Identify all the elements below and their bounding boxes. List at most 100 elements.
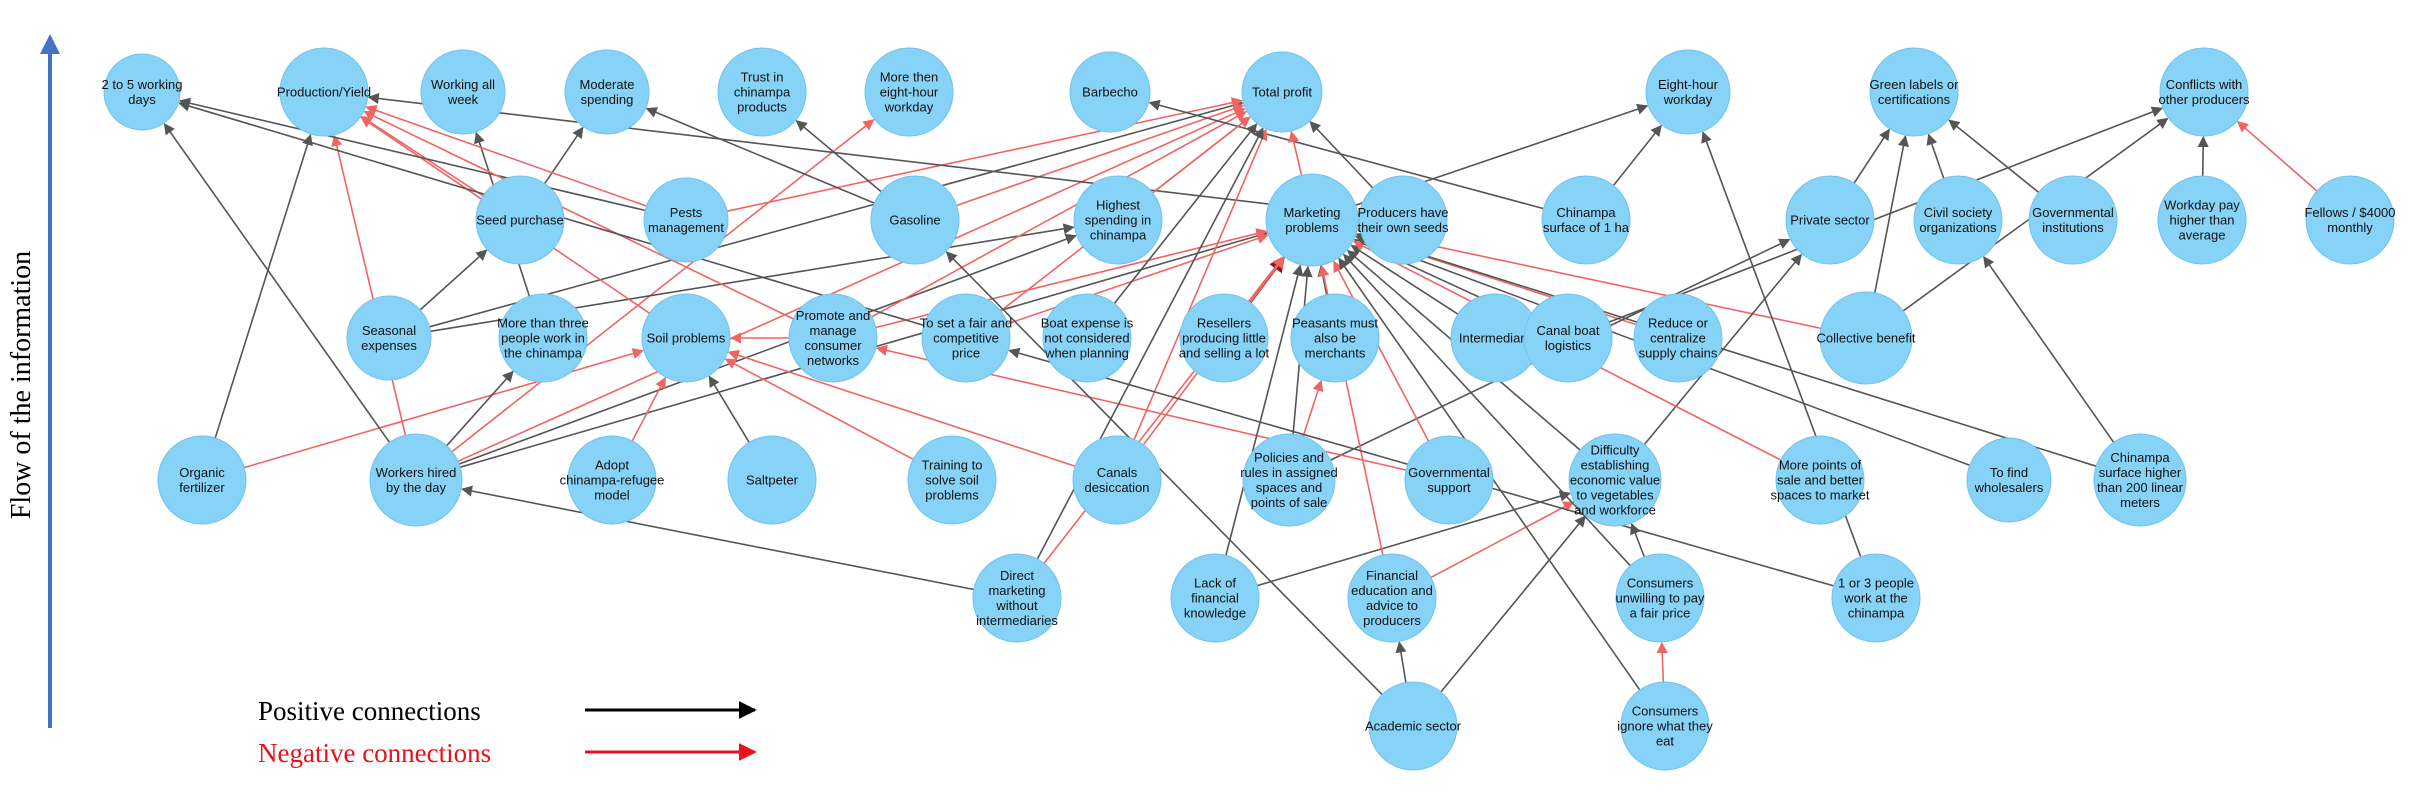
node-label-line: establishing	[1581, 458, 1650, 473]
node-label-line: surface higher	[2099, 465, 2182, 480]
legend-negative-label: Negative connections	[258, 738, 491, 768]
node-label-line: and selling a lot	[1179, 346, 1270, 361]
node-label-line: Resellers	[1197, 316, 1252, 331]
edge-positive-canal-boat-to-conflicts-producers	[1608, 106, 2164, 323]
node-label-line: unwilling to pay	[1616, 591, 1705, 606]
node-circle	[1358, 175, 1448, 265]
node-circle	[1633, 293, 1723, 383]
node-circle	[1615, 553, 1705, 643]
edge-negative-seed-purchase-to-production-yield	[360, 115, 484, 197]
node-label-line: Academic sector	[1365, 719, 1462, 734]
node-label-line: Financial	[1366, 568, 1418, 583]
node-label-line: Consumers	[1632, 704, 1699, 719]
node-circle	[2305, 175, 2395, 265]
node-label-line: Trust in	[741, 70, 784, 85]
node-label-line: marketing	[988, 583, 1045, 598]
node-label-line: problems	[1285, 220, 1339, 235]
edge-positive-chinampa-1ha-to-eight-hour-workday	[1612, 124, 1662, 187]
node-circle	[498, 293, 588, 383]
node-label-line: Private sector	[1790, 213, 1870, 228]
node-label-line: Green labels or	[1870, 77, 1960, 92]
edge-positive-academic-sector-to-difficulty-value	[1440, 515, 1586, 693]
node-label-line: Consumers	[1627, 576, 1694, 591]
node-label-line: Saltpeter	[746, 473, 799, 488]
node-circle	[1073, 175, 1163, 265]
legend-positive-label: Positive connections	[258, 696, 481, 726]
node-circle	[1568, 433, 1662, 527]
node-label-line: when planning	[1044, 346, 1129, 361]
edge-positive-gasoline-to-moderate-spending	[645, 107, 875, 204]
node-circle	[1913, 175, 2003, 265]
node-label-line: expenses	[361, 338, 417, 353]
node-label-line: Reduce or	[1648, 316, 1709, 331]
node-label-line: competitive	[933, 331, 999, 346]
node-label-line: monthly	[2327, 220, 2373, 235]
node-label-line: Difficulty	[1591, 443, 1640, 458]
node-label: Academic sector	[1365, 719, 1462, 734]
node-label-line: products	[737, 100, 787, 115]
node-label-line: days	[128, 92, 156, 107]
node-circle	[1831, 553, 1921, 643]
node-label-line: 2 to 5 working	[102, 77, 183, 92]
node-label-line: More points of	[1779, 458, 1862, 473]
edge-positive-seasonal-expenses-to-total-profit	[429, 100, 1244, 328]
edge-positive-financial-knowledge-to-difficulty-value	[1256, 490, 1571, 587]
edge-positive-workday-pay-to-conflicts-producers	[2197, 135, 2209, 177]
node-label-line: Boat expense is	[1041, 316, 1134, 331]
node-label-line: points of sale	[1251, 495, 1328, 510]
legend: Positive connections Negative connection…	[258, 696, 757, 768]
edge-negative-governmental-support-to-marketing-problems	[1333, 260, 1430, 442]
node-label-line: manage	[810, 323, 857, 338]
edge-negative-training-soil-to-soil-problems	[724, 358, 914, 461]
node-circle	[157, 435, 247, 525]
edge-negative-highest-spending-to-total-profit	[1152, 116, 1251, 194]
edge-positive-financial-knowledge-to-marketing-problems	[1225, 264, 1304, 556]
node-barbecho: Barbecho	[1069, 51, 1151, 133]
node-label-line: Fellows / $4000	[2304, 205, 2395, 220]
node-label: Private sector	[1790, 213, 1870, 228]
node-collective-benefit: Collective benefit	[1817, 291, 1916, 385]
edge-positive-academic-sector-to-gasoline	[945, 251, 1383, 696]
node-label-line: eat	[1656, 734, 1674, 749]
node-label-line: institutions	[2042, 220, 2104, 235]
node-label-line: organizations	[1919, 220, 1997, 235]
node-label-line: management	[648, 220, 724, 235]
node-label-line: logistics	[1545, 338, 1592, 353]
node-label-line: supply chains	[1639, 346, 1718, 361]
node-circle	[475, 175, 565, 265]
node-label-line: Chinampa	[1556, 205, 1616, 220]
node-label-line: people work in	[501, 331, 585, 346]
node-circle	[643, 177, 729, 263]
node-label-line: economic value	[1570, 473, 1660, 488]
node-circle	[1069, 51, 1151, 133]
node-label-line: the chinampa	[504, 346, 583, 361]
edge-positive-intermediary-to-marketing-problems	[1350, 244, 1459, 315]
node-label-line: Soil problems	[647, 331, 726, 346]
